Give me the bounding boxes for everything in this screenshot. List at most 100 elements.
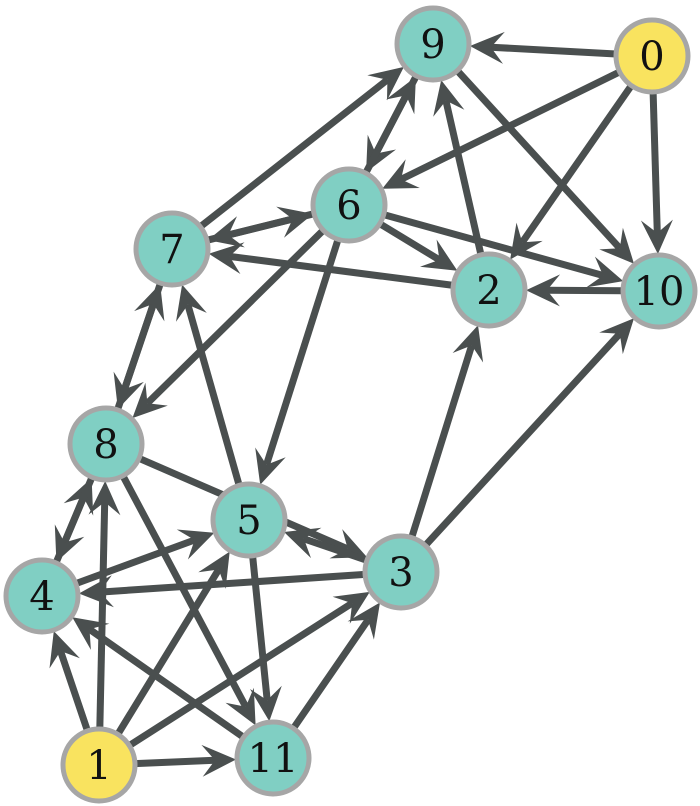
edge-6-to-7 [207,210,315,248]
edge-arrowhead [382,159,420,189]
edge-arrowhead [54,524,85,562]
edge-line [134,756,216,768]
edge-line [114,302,157,412]
node-label: 6 [336,183,361,229]
edge-line [144,227,326,406]
edge-arrowhead [469,31,505,64]
edge-line [61,475,96,544]
edge-arrowhead [347,602,380,640]
node-11: 11 [234,719,312,797]
node-2: 2 [450,251,528,329]
edge-arrowhead [207,216,245,248]
edge-line [99,570,366,596]
node-0: 0 [613,17,691,95]
edge-3-to-10 [422,318,634,548]
edge-line [229,252,454,289]
edge-arrowhead [586,256,624,288]
edges-layer [49,31,673,777]
node-3: 3 [362,533,440,611]
nodes-layer: 0 1 2 3 4 5 6 7 8 9 10 11 [3,5,698,804]
edge-10-to-2 [526,274,624,307]
edge-6-to-2 [377,220,458,271]
edge-6-to-8 [132,227,326,419]
edge-11-to-4 [72,617,246,741]
edge-5-to-11 [249,555,282,722]
edge-line [408,344,476,539]
edge-arrowhead [250,685,282,722]
edge-line [382,211,605,279]
edge-arrowhead [367,66,404,101]
edge-arrowhead [208,242,245,274]
edge-line [96,501,109,730]
edge-arrowhead [599,227,634,264]
edge-4-to-5 [74,529,215,587]
edge-6-to-9 [362,76,416,175]
edge-3-to-4 [78,570,366,608]
node-label: 4 [29,574,54,620]
edge-line [454,68,623,251]
edge-arrowhead [201,744,236,777]
node-label: 1 [86,743,111,789]
edge-line [519,83,635,245]
node-circle [67,405,145,483]
edge-line [263,238,342,466]
edge-1-to-3 [127,591,370,749]
edge-line [87,626,246,741]
edge-arrowhead [198,551,230,589]
edge-8-to-7 [114,284,165,412]
edge-line [546,286,624,295]
edge-line [227,210,315,239]
edge-3-to-5 [284,527,369,564]
edge-8-to-11 [119,474,256,726]
edge-line [442,99,485,256]
edge-arrowhead [78,575,114,608]
node-label: 8 [93,422,118,468]
edge-line [74,536,196,587]
edge-line [290,617,371,731]
node-label: 3 [388,550,413,596]
edge-arrowhead [640,219,673,254]
edge-arrowhead [386,76,416,115]
edge-line [490,43,617,58]
node-circle [613,17,691,95]
node-7: 7 [133,210,211,288]
node-circle [133,210,211,288]
edge-arrowhead [332,591,370,624]
node-label: 2 [476,268,501,314]
edge-11-to-3 [290,602,380,731]
node-label: 11 [248,736,299,782]
edge-arrowhead [452,325,484,363]
edge-1-to-11 [134,744,236,777]
edge-arrowhead [72,617,110,650]
node-4: 4 [3,557,81,635]
node-label: 9 [420,22,445,68]
edge-line [198,77,390,230]
edge-8-to-4 [54,475,96,562]
edge-0-to-9 [469,31,617,64]
edge-1-to-8 [88,481,121,730]
node-label: 5 [236,498,261,544]
edge-6-to-10 [382,211,624,288]
node-10: 10 [620,252,698,330]
node-circle [394,5,472,83]
node-circle [620,252,698,330]
edge-3-to-2 [408,325,484,539]
edge-line [127,600,354,749]
node-circle [210,481,288,559]
edge-6-to-5 [255,238,342,485]
node-label: 7 [159,227,184,273]
edge-arrowhead [176,529,215,560]
node-1: 1 [60,726,138,804]
edge-0-to-10 [640,91,673,254]
edge-arrowhead [88,481,121,516]
edge-line [114,567,222,737]
node-6: 6 [310,166,388,244]
edge-line [422,331,623,548]
edge-arrowhead [134,284,165,322]
node-9: 9 [394,5,472,83]
edge-arrowhead [329,529,368,559]
edge-line [302,535,369,564]
edge-arrowhead [526,274,561,307]
